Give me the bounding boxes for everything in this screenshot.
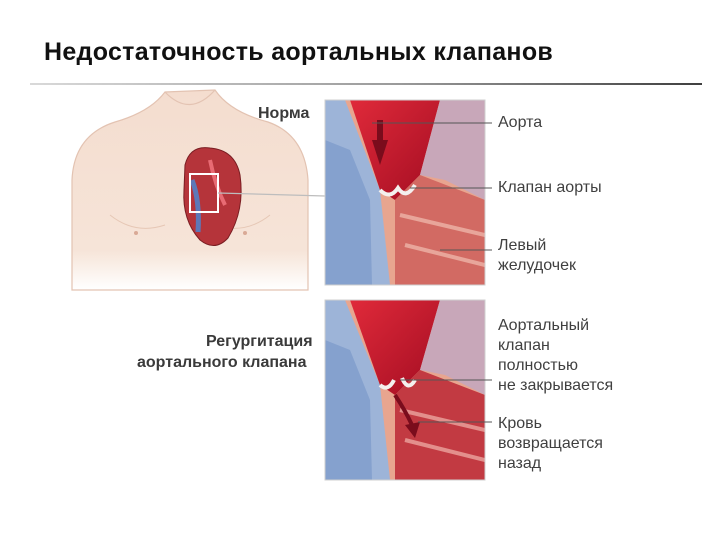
label-valve-4: не закрывается bbox=[498, 377, 614, 394]
label-blood-1: Кровь bbox=[498, 415, 542, 432]
regurgitation-heading-line1: Регургитация bbox=[206, 333, 313, 350]
label-left-ventricle-1: Левый bbox=[498, 237, 547, 254]
regurgitation-heading-line2: аортального клапана bbox=[137, 354, 307, 371]
slide-title: Недостаточность аортальных клапанов bbox=[44, 38, 554, 66]
label-valve-3: полностью bbox=[498, 357, 578, 374]
label-valve-1: Аортальный bbox=[498, 317, 590, 334]
regurgitation-valve-panel bbox=[325, 300, 485, 480]
label-aortic-valve: Клапан аорты bbox=[498, 179, 602, 196]
label-aorta: Аорта bbox=[498, 114, 543, 131]
label-blood-2: возвращается bbox=[498, 435, 603, 452]
title-divider bbox=[30, 83, 702, 85]
normal-valve-panel bbox=[325, 100, 485, 285]
label-blood-3: назад bbox=[498, 455, 542, 472]
label-left-ventricle-2: желудочек bbox=[498, 257, 576, 274]
label-valve-2: клапан bbox=[498, 337, 550, 354]
normal-heading: Норма bbox=[258, 105, 310, 122]
